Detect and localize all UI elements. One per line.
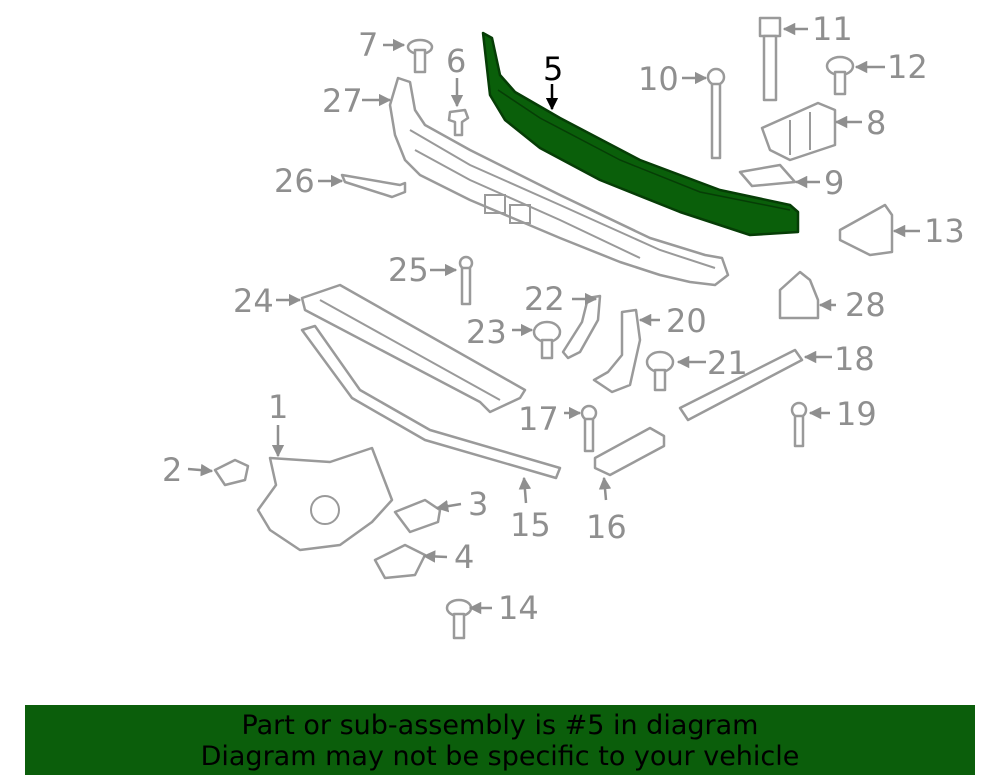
callout-17: 17	[518, 400, 559, 438]
bracket-4[interactable]	[373, 543, 427, 580]
block-16[interactable]	[593, 426, 666, 477]
nut-23[interactable]	[532, 320, 562, 360]
plate-9[interactable]	[738, 163, 797, 188]
callout-8: 8	[866, 104, 886, 142]
strip-15[interactable]	[300, 324, 562, 480]
callout-13: 13	[924, 212, 965, 250]
callout-19: 19	[836, 395, 877, 433]
callout-16: 16	[586, 508, 627, 546]
callout-22: 22	[524, 280, 565, 318]
callout-23: 23	[466, 313, 507, 351]
banner-line-1: Part or sub-assembly is #5 in diagram	[241, 710, 759, 741]
clip-3[interactable]	[393, 498, 442, 534]
bolt-7[interactable]	[406, 38, 434, 74]
callout-11: 11	[812, 10, 853, 48]
callout-26: 26	[274, 162, 315, 200]
clip-2[interactable]	[213, 458, 250, 487]
callout-2: 2	[162, 451, 182, 489]
strip-18[interactable]	[678, 348, 804, 422]
bracket-13[interactable]	[838, 203, 894, 257]
info-banner: Part or sub-assembly is #5 in diagram Di…	[25, 705, 975, 775]
callout-14: 14	[498, 589, 539, 627]
callout-6: 6	[446, 42, 466, 80]
absorber-24[interactable]	[300, 283, 527, 414]
callout-24: 24	[233, 282, 274, 320]
callout-21: 21	[707, 344, 748, 382]
bracket-22[interactable]	[561, 294, 602, 360]
bracket-1[interactable]	[256, 446, 394, 552]
leader-lines	[187, 22, 920, 615]
bracket-26[interactable]	[340, 173, 407, 199]
clip-6[interactable]	[447, 108, 470, 137]
callout-7: 7	[358, 26, 378, 64]
callout-25: 25	[388, 251, 429, 289]
bolt-19[interactable]	[790, 401, 808, 448]
bracket-20[interactable]	[592, 308, 642, 394]
nut-12[interactable]	[825, 55, 855, 96]
nut-21[interactable]	[645, 350, 675, 392]
bracket-8[interactable]	[760, 101, 837, 162]
banner-line-2: Diagram may not be specific to your vehi…	[200, 741, 800, 772]
callout-10: 10	[638, 60, 679, 98]
long-bolt-10[interactable]	[706, 67, 726, 160]
bumper-carrier-27[interactable]	[388, 76, 730, 287]
callout-labels: 7 6 5 10 11 12 27 8 26 9 13 25 24 22 28 …	[162, 10, 965, 627]
callout-28: 28	[845, 286, 886, 324]
callout-4: 4	[454, 538, 474, 576]
bolt-11[interactable]	[758, 16, 782, 102]
callout-18: 18	[834, 340, 875, 378]
callout-12: 12	[887, 48, 928, 86]
bolt-17[interactable]	[580, 404, 598, 453]
callout-1: 1	[268, 388, 288, 426]
callout-27: 27	[322, 82, 363, 120]
bolt-14[interactable]	[445, 598, 473, 640]
callout-5: 5	[543, 50, 563, 88]
reinforcement-bar-5[interactable]	[481, 31, 800, 237]
callout-15: 15	[510, 506, 551, 544]
callout-3: 3	[468, 485, 488, 523]
parts-diagram: 7 6 5 10 11 12 27 8 26 9 13 25 24 22 28 …	[162, 10, 965, 640]
bolt-25[interactable]	[458, 255, 474, 306]
bracket-28[interactable]	[778, 270, 820, 320]
callout-9: 9	[824, 164, 844, 202]
callout-20: 20	[666, 302, 707, 340]
